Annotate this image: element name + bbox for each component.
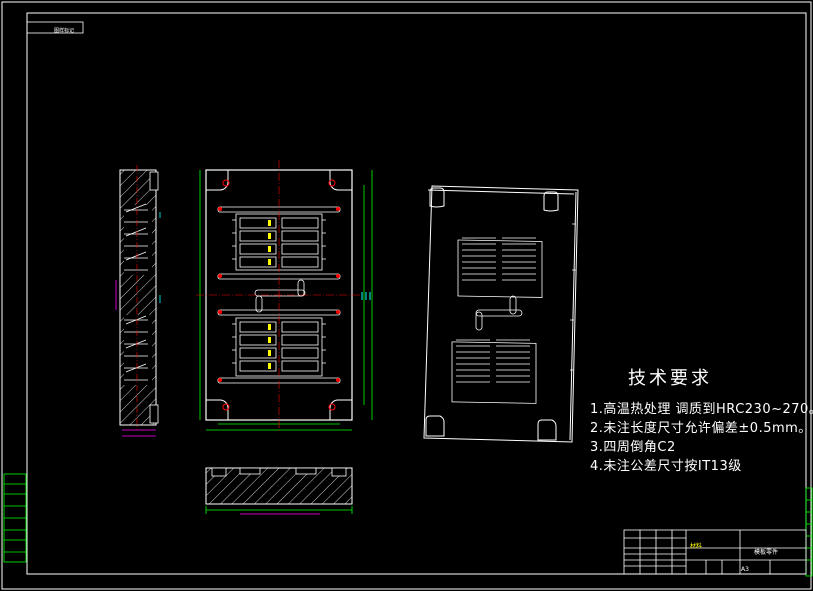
requirement-item: 3.四周倒角C2 [590, 440, 676, 455]
title-block-material: 材料 [690, 543, 703, 550]
corner-tag-box [26, 21, 84, 34]
side-section-view [115, 165, 161, 437]
sheet-inner-frame [26, 12, 807, 575]
requirement-item: 4.未注公差尺寸按IT13级 [590, 459, 742, 474]
isometric-view [423, 185, 579, 443]
title-block-drawing-name: 模板零件 [754, 549, 779, 556]
requirement-item: 2.未注长度尺寸允许偏差±0.5mm。 [590, 421, 812, 436]
main-plan-view [196, 160, 373, 432]
title-block-sheet-size: A3 [741, 566, 749, 573]
title-block [623, 529, 807, 575]
requirement-item: 1.高温热处理 调质到HRC230~270。 [590, 402, 813, 417]
technical-requirements-title: 技术要求 [628, 368, 712, 389]
corner-tag: 图样标记 [54, 28, 75, 34]
bottom-section-view [205, 467, 353, 515]
left-margin-table [3, 473, 27, 563]
